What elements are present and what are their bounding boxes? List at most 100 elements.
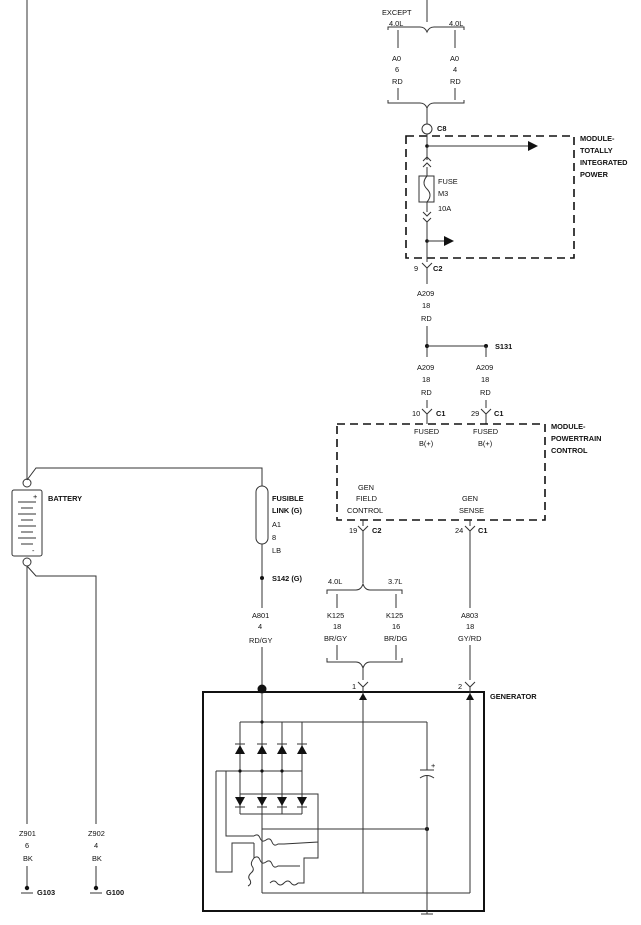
s131-label: S131 bbox=[495, 342, 512, 351]
tipm-title-3: INTEGRATED bbox=[580, 158, 628, 167]
generator-pin1: 1 bbox=[352, 682, 356, 691]
except-right-engine: 4.0L bbox=[449, 19, 463, 28]
k125-split-right: 3.7L bbox=[388, 577, 402, 586]
tipm-module: C8 MODULE- TOTALLY INTEGRATED POWER FUSE… bbox=[405, 123, 628, 284]
svg-text:+: + bbox=[431, 761, 435, 770]
arrow-right-icon bbox=[528, 141, 538, 151]
ground-2-icon bbox=[93, 885, 99, 891]
generator-b-plus-terminal bbox=[257, 684, 267, 694]
c2-connector-icon bbox=[421, 262, 433, 269]
generator-label: GENERATOR bbox=[490, 692, 537, 701]
fusible-link: FUSIBLE LINK (G) A1 8 LB S142 (G) A801 4… bbox=[249, 480, 304, 688]
fused-1-line2: B(+) bbox=[419, 439, 433, 448]
ground-2-circuit: Z902 bbox=[88, 829, 105, 838]
pcm-title-3: CONTROL bbox=[551, 446, 588, 455]
pcm-module: MODULE- POWERTRAIN CONTROL FUSED B(+) FU… bbox=[336, 422, 602, 535]
tipm-out-pin: 9 bbox=[414, 264, 418, 273]
a801-color: RD/GY bbox=[249, 636, 272, 645]
ground-2-gauge: 4 bbox=[94, 841, 98, 850]
field-connector: C2 bbox=[372, 526, 381, 535]
connector-chevron-icon bbox=[422, 156, 432, 168]
k125-right-color: BR/DG bbox=[384, 634, 408, 643]
a209-gauge: 18 bbox=[422, 301, 430, 310]
ground-2-label: G100 bbox=[106, 888, 124, 897]
k125-right-gauge: 16 bbox=[392, 622, 400, 631]
a803-gauge: 18 bbox=[466, 622, 474, 631]
top-left-color: RD bbox=[392, 77, 403, 86]
c8-label: C8 bbox=[437, 124, 446, 133]
pcm-feed-2-circuit: A209 bbox=[476, 363, 493, 372]
a801-gauge: 4 bbox=[258, 622, 262, 631]
c8-connector-icon bbox=[421, 123, 433, 135]
pcm-feed-2-gauge: 18 bbox=[481, 375, 489, 384]
battery-label: BATTERY bbox=[48, 494, 82, 503]
pcm-feed-1-pin: 10 bbox=[412, 409, 420, 418]
except-left-engine: 4.0L bbox=[389, 19, 403, 28]
top-split-brace bbox=[387, 26, 465, 34]
except-label: EXCEPT bbox=[382, 8, 412, 17]
s142-label: S142 (G) bbox=[272, 574, 303, 583]
pcm-feed-1-gauge: 18 bbox=[422, 375, 430, 384]
ground-1-icon bbox=[24, 885, 30, 891]
a209-color: RD bbox=[421, 314, 432, 323]
field-pin: 19 bbox=[349, 526, 357, 535]
top-right-circuit: A0 bbox=[450, 54, 459, 63]
stator-winding-3 bbox=[247, 857, 255, 887]
ground-1-gauge: 6 bbox=[25, 841, 29, 850]
a803-circuit: A803 bbox=[461, 611, 478, 620]
tipm-title-2: TOTALLY bbox=[580, 146, 613, 155]
tipm-out-connector: C2 bbox=[433, 264, 442, 273]
connector-chevron-icon-2 bbox=[422, 211, 432, 223]
battery-negative-branch bbox=[26, 565, 97, 824]
a209-feed: A209 18 RD S131 A209 18 RD A209 18 RD 10… bbox=[412, 289, 512, 424]
battery: + - BATTERY bbox=[11, 467, 263, 824]
fused-2-line1: FUSED bbox=[473, 427, 498, 436]
ground-circuits: Z901 6 BK G103 Z902 4 BK G100 bbox=[19, 829, 124, 897]
pcm-title-2: POWERTRAIN bbox=[551, 434, 602, 443]
fuse-id: M3 bbox=[438, 189, 448, 198]
fuse-rating: 10A bbox=[438, 204, 451, 213]
ground-1-circuit: Z901 bbox=[19, 829, 36, 838]
k125-split-brace bbox=[326, 582, 403, 594]
tipm-title-4: POWER bbox=[580, 170, 609, 179]
fusible-link-line3: A1 bbox=[272, 520, 281, 529]
ground-1-label: G103 bbox=[37, 888, 55, 897]
sense-pin: 24 bbox=[455, 526, 463, 535]
pcm-feed-1-circuit: A209 bbox=[417, 363, 434, 372]
gen-sense-line1: GEN bbox=[462, 494, 478, 503]
a209-circuit: A209 bbox=[417, 289, 434, 298]
k125-left-gauge: 18 bbox=[333, 622, 341, 631]
top-right-color: RD bbox=[450, 77, 461, 86]
battery-positive-wire bbox=[26, 467, 263, 481]
tipm-title-1: MODULE- bbox=[580, 134, 615, 143]
pcm-feed-2-connector: C1 bbox=[494, 409, 503, 418]
battery-icon bbox=[11, 489, 43, 557]
pcm-title-1: MODULE- bbox=[551, 422, 586, 431]
top-left-gauge: 6 bbox=[395, 65, 399, 74]
generator-pin2: 2 bbox=[458, 682, 462, 691]
gen-field-line2: FIELD bbox=[356, 494, 377, 503]
top-join-brace bbox=[387, 100, 465, 110]
fusible-link-icon bbox=[255, 485, 269, 545]
k125-right-circuit: K125 bbox=[386, 611, 403, 620]
k125-split-left: 4.0L bbox=[328, 577, 342, 586]
k125-left-color: BR/GY bbox=[324, 634, 347, 643]
sense-connector: C1 bbox=[478, 526, 487, 535]
diode-icons-lower bbox=[235, 797, 307, 808]
fused-1-line1: FUSED bbox=[414, 427, 439, 436]
pcm-feed-1-color: RD bbox=[421, 388, 432, 397]
a801-circuit: A801 bbox=[252, 611, 269, 620]
diode-icons-upper bbox=[235, 743, 307, 754]
fusible-link-line2: LINK (G) bbox=[272, 506, 303, 515]
top-right-gauge: 4 bbox=[453, 65, 457, 74]
field-and-sense-wires: 4.0L 3.7L K125 18 BR/GY K125 16 BR/DG A8… bbox=[324, 531, 481, 680]
a803-color: GY/RD bbox=[458, 634, 481, 643]
pcm-feed-2-pin: 29 bbox=[471, 409, 479, 418]
stator-winding-2 bbox=[253, 856, 300, 868]
field-coil-icon bbox=[269, 880, 299, 886]
stator-winding-1 bbox=[240, 793, 319, 846]
battery-minus: - bbox=[32, 546, 35, 555]
pcm-feed-1-connector: C1 bbox=[436, 409, 445, 418]
